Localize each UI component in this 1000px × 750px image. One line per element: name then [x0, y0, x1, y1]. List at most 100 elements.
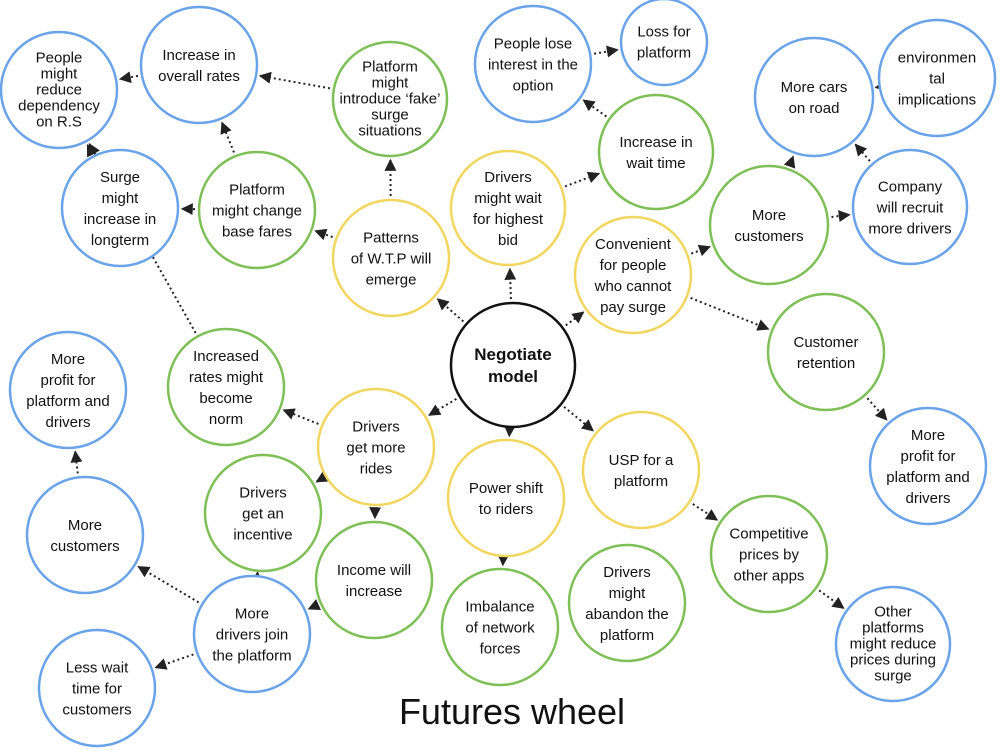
- node-label-line: Increase in: [162, 47, 235, 64]
- node-label-line: abandon the: [585, 606, 668, 623]
- node-circle-abandon: [567, 543, 687, 663]
- node-label-line: prices during: [850, 652, 936, 669]
- node-label-line: interest in the: [488, 56, 578, 73]
- node-label-line: increase: [346, 583, 403, 600]
- node-wait-time: Increase in wait time: [597, 93, 715, 211]
- node-label-line: on R.S: [36, 114, 82, 131]
- edge-negotiate-to-wait-bid: [504, 267, 517, 300]
- edge-negotiate-to-usp: [563, 406, 594, 432]
- node-label-line: Drivers: [352, 418, 400, 435]
- node-label-line: USP for a: [609, 452, 674, 469]
- node-label-line: Increase in: [619, 134, 692, 151]
- node-circle-recruit: [851, 148, 969, 266]
- node-label-line: get more: [346, 439, 405, 456]
- node-label-line: customers: [62, 701, 131, 718]
- node-label-line: customers: [50, 538, 119, 555]
- node-label-line: might reduce: [850, 636, 937, 653]
- node-label-line: wait time: [625, 155, 685, 172]
- node-label-line: increase in: [84, 211, 157, 228]
- node-circle-incentive: [203, 453, 323, 573]
- node-circle-rates-norm: [166, 327, 286, 447]
- node-environmental: environmen tal implications: [877, 18, 997, 138]
- node-label-line: Surge: [100, 169, 140, 186]
- node-circle-drivers-join: [192, 574, 312, 694]
- node-circle-retention: [766, 292, 886, 412]
- node-label-line: Loss for: [637, 23, 690, 40]
- node-label-line: Less wait: [66, 659, 129, 676]
- node-circle-lose-interest: [473, 4, 593, 124]
- node-label-line: Imbalance: [465, 598, 534, 615]
- node-label-line: reduce: [36, 82, 82, 99]
- node-circle-profit-right: [868, 406, 988, 526]
- node-surge-longterm: Surge might increase in longterm: [60, 148, 180, 268]
- node-label-line: the platform: [212, 647, 291, 664]
- node-label-line: might: [102, 190, 140, 207]
- node-label-line: Patterns: [363, 229, 419, 246]
- edge-lose-interest-to-loss-platform: [593, 45, 619, 58]
- node-label-line: profit for: [900, 448, 955, 465]
- node-label-line: incentive: [233, 526, 292, 543]
- node-label-line: Power shift: [469, 480, 544, 497]
- node-label-line: might change: [212, 202, 302, 219]
- edge-more-customers-r-to-more-cars: [783, 155, 796, 169]
- node-label-line: dependency: [18, 98, 100, 115]
- edges-layer: [70, 45, 888, 670]
- diagram-title: Futures wheel: [399, 691, 625, 732]
- node-label-line: option: [513, 77, 554, 94]
- node-circle-other-reduce: [834, 585, 952, 703]
- edge-negotiate-to-more-rides: [428, 398, 457, 417]
- node-label-line: More: [51, 351, 85, 368]
- node-circle-convenient: [573, 215, 693, 335]
- node-label-line: platform: [600, 627, 654, 644]
- node-circle-wait-time: [597, 93, 715, 211]
- node-label-line: More: [235, 605, 269, 622]
- node-circle-less-wait: [37, 628, 157, 748]
- node-label-line: rides: [360, 460, 393, 477]
- node-label-line: longterm: [91, 232, 149, 249]
- node-circle-reduce-dependency: [0, 30, 119, 150]
- node-circle-negotiate: [449, 301, 577, 429]
- node-circle-loss-platform: [619, 0, 709, 87]
- node-label-line: get an: [242, 505, 284, 522]
- node-label-line: of network: [465, 619, 535, 636]
- edge-usp-to-competitive: [692, 503, 719, 521]
- node-label-line: might: [41, 66, 79, 83]
- node-incentive: Drivers get an incentive: [203, 453, 323, 573]
- node-label-line: emerge: [366, 271, 417, 288]
- node-label-line: base fares: [222, 223, 292, 240]
- node-label-line: overall rates: [158, 68, 240, 85]
- node-label-line: implications: [898, 91, 976, 108]
- node-circle-fake-surge: [331, 40, 449, 158]
- node-label-line: environmen: [898, 49, 976, 66]
- node-label-line: tal: [929, 70, 945, 87]
- edge-negotiate-to-convenient: [565, 311, 585, 327]
- node-label-line: will recruit: [876, 199, 945, 216]
- node-label-line: situations: [358, 123, 421, 140]
- node-circle-profit-left: [8, 330, 128, 450]
- node-label-line: More: [911, 427, 945, 444]
- node-circle-more-customers-r: [708, 164, 830, 286]
- node-label-line: platform: [637, 44, 691, 61]
- node-label-line: platform and: [26, 393, 109, 410]
- node-label-line: Company: [878, 178, 943, 195]
- node-label-line: Platform: [229, 181, 285, 198]
- node-label-line: Customer: [793, 334, 858, 351]
- edge-recruit-to-more-cars: [854, 143, 871, 162]
- edge-more-rides-to-incentive: [315, 471, 329, 483]
- node-label-line: Drivers: [239, 484, 287, 501]
- node-circle-environmental: [877, 18, 997, 138]
